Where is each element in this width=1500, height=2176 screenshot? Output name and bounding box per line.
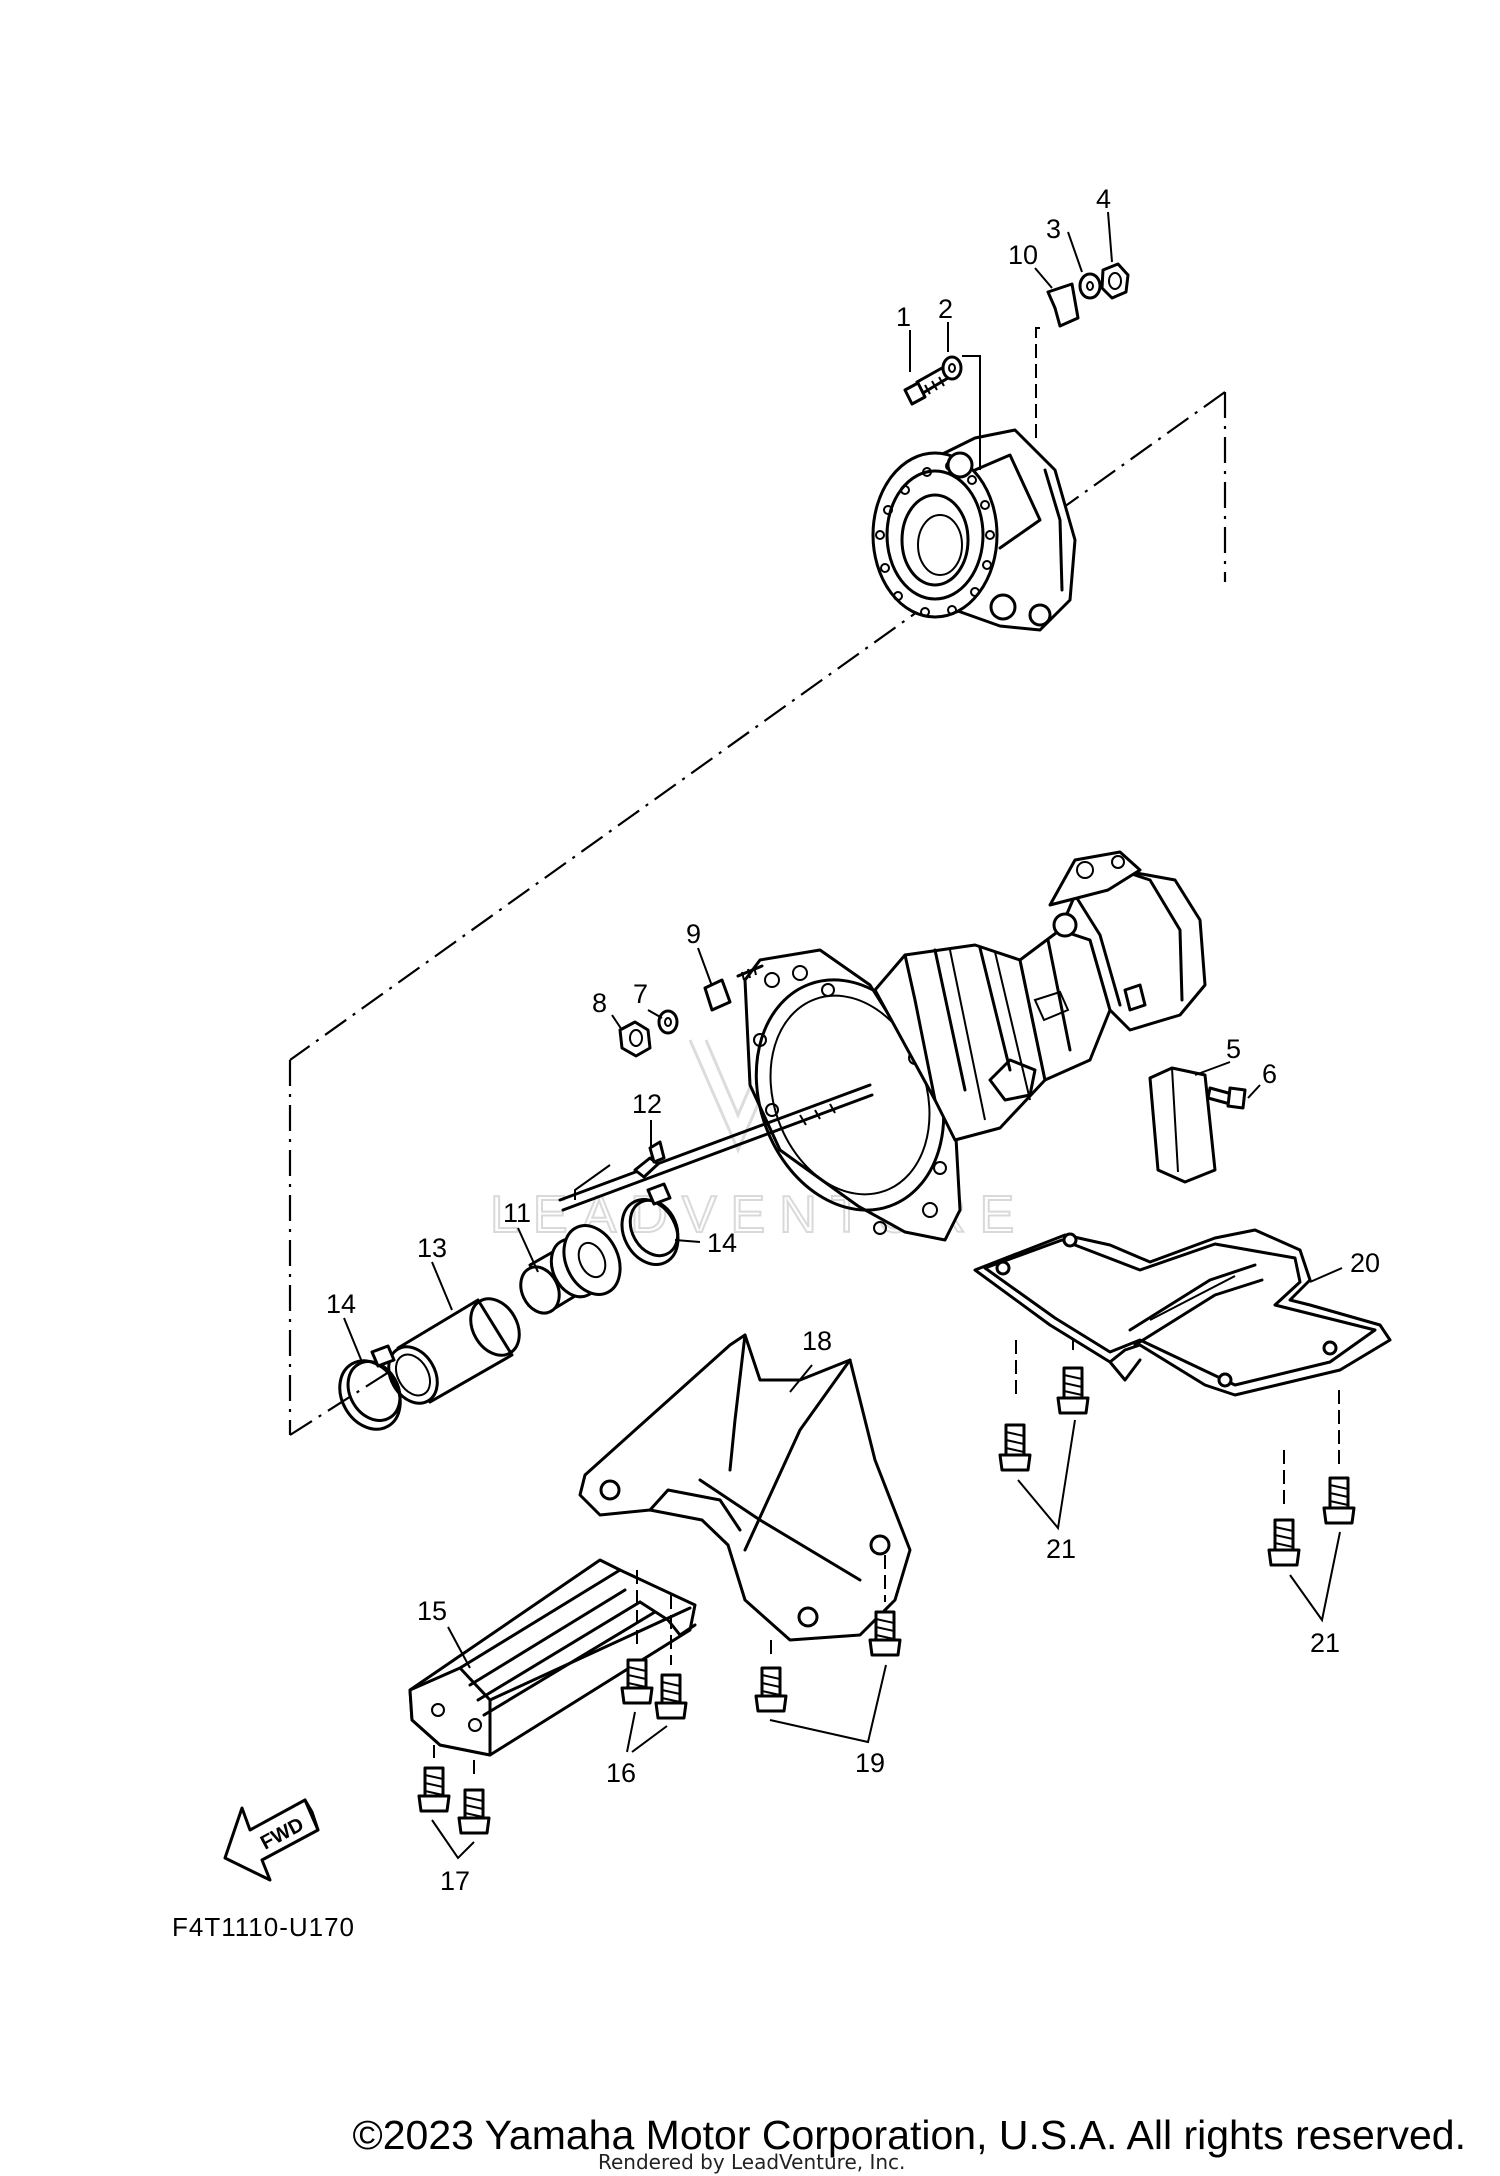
drawing-number: F4T1110-U170 <box>172 1912 355 1942</box>
callout-3: 3 <box>1046 214 1061 244</box>
callout-14-left: 14 <box>326 1289 356 1319</box>
clamp-part-14-right <box>620 1182 680 1266</box>
callout-21-left: 21 <box>1046 1534 1076 1564</box>
screw-part-12 <box>633 1140 666 1179</box>
screws-part-17 <box>417 1745 491 1860</box>
callout-14-right: 14 <box>707 1228 737 1258</box>
callout-7: 7 <box>633 979 648 1009</box>
fwd-arrow-icon: FWD <box>223 1798 320 1882</box>
callout-18: 18 <box>802 1326 832 1356</box>
leader-part-12-bracket <box>574 1164 611 1200</box>
screws-part-19 <box>754 1555 902 1744</box>
mid-leaders <box>343 947 1343 1669</box>
bolt-part-6 <box>1206 1086 1247 1110</box>
callout-20: 20 <box>1350 1248 1380 1278</box>
ride-plate-part-20 <box>973 1228 1392 1397</box>
clip-part-10 <box>1046 282 1080 328</box>
callout-6: 6 <box>1262 1059 1277 1089</box>
copyright-notice: ©2023 Yamaha Motor Corporation, U.S.A. A… <box>0 2112 1500 2159</box>
hose-part-13 <box>387 1297 521 1405</box>
clamp-part-14-left <box>338 1344 402 1431</box>
callout-11: 11 <box>503 1198 531 1228</box>
copyright-text: ©2023 Yamaha Motor Corporation, U.S.A. A… <box>352 2112 1466 2158</box>
intake-grate-part-15 <box>408 1558 697 1757</box>
plate-part-5 <box>1148 1066 1217 1184</box>
screws-part-16 <box>620 1570 688 1753</box>
rendered-by-credit: Rendered by LeadVenture, Inc. <box>598 2150 906 2174</box>
impeller-housing <box>871 428 1077 632</box>
callout-1: 1 <box>896 302 911 332</box>
washer-part-7 <box>657 1009 679 1035</box>
callout-5: 5 <box>1226 1034 1241 1064</box>
callout-9: 9 <box>686 919 701 949</box>
callout-10: 10 <box>1008 240 1038 270</box>
screws-part-21-left <box>998 1340 1090 1531</box>
upper-leaders <box>909 211 1113 470</box>
callout-8: 8 <box>592 988 607 1018</box>
nut-part-4 <box>1100 262 1130 300</box>
callout-12: 12 <box>632 1089 662 1119</box>
washer-part-2 <box>941 355 963 381</box>
callout-16: 16 <box>606 1758 636 1788</box>
callout-17: 17 <box>440 1866 470 1896</box>
jet-pump-body <box>558 850 1207 1242</box>
callout-19: 19 <box>855 1748 885 1778</box>
callout-2: 2 <box>938 294 953 324</box>
washer-part-3 <box>1078 272 1102 300</box>
callout-15: 15 <box>417 1596 447 1626</box>
clip-part-9 <box>703 978 732 1012</box>
joint-part-11 <box>519 1224 622 1315</box>
callout-4: 4 <box>1096 184 1111 214</box>
callout-21-right: 21 <box>1310 1628 1340 1658</box>
callout-labels: 1 2 3 4 5 6 7 8 9 10 11 12 13 14 14 15 1… <box>326 184 1380 1896</box>
housing-bolt-holes <box>875 461 995 617</box>
bolt-part-1 <box>903 366 950 406</box>
callout-13: 13 <box>417 1233 447 1263</box>
nut-part-8 <box>618 1020 652 1058</box>
screws-part-21-right <box>1267 1390 1356 1623</box>
